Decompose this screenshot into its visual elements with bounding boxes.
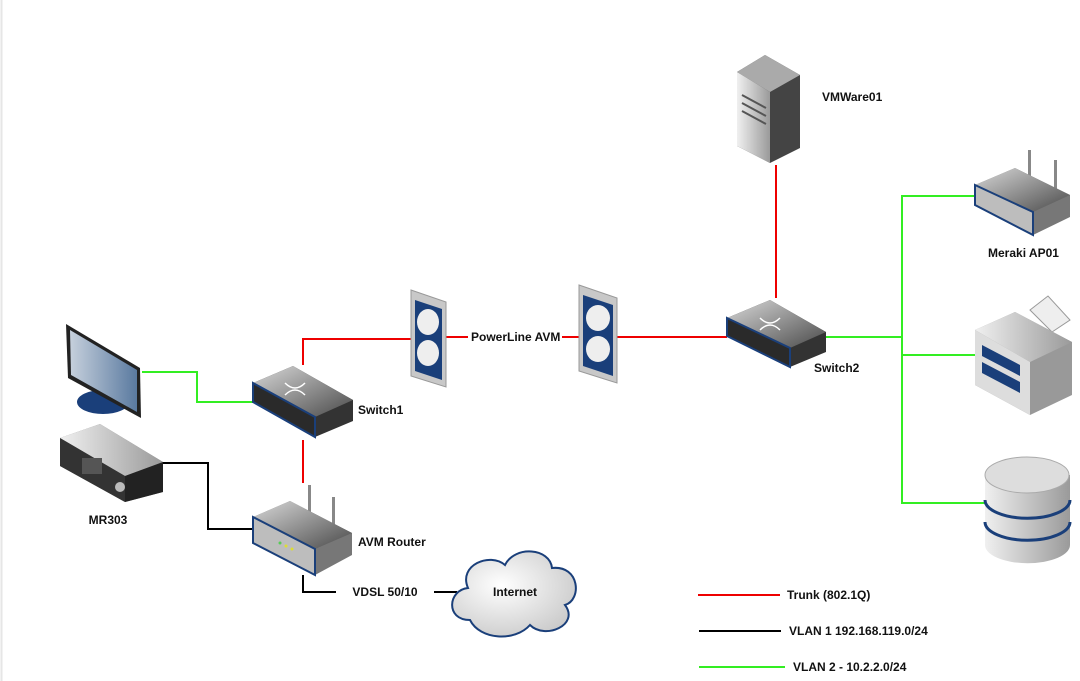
meraki-label: Meraki AP01 — [988, 246, 1059, 260]
legend-label: Trunk (802.1Q) — [787, 588, 870, 602]
switch2-label: Switch2 — [814, 361, 860, 375]
link-vlan2 — [901, 195, 985, 504]
legend: Trunk (802.1Q) VLAN 1 192.168.119.0/24 V… — [698, 588, 928, 674]
powerline-label: PowerLine AVM — [471, 330, 560, 344]
vmware-label: VMWare01 — [822, 90, 883, 104]
links — [142, 165, 985, 593]
printer-icon[interactable] — [975, 295, 1072, 415]
server-icon[interactable] — [737, 55, 800, 163]
switch1-label: Switch1 — [358, 403, 404, 417]
link-vlan1 — [302, 575, 336, 593]
receiver-label: MR303 — [89, 513, 128, 527]
vdsl-label: VDSL 50/10 — [352, 585, 417, 599]
router-icon[interactable] — [252, 485, 352, 577]
legend-label: VLAN 1 192.168.119.0/24 — [789, 624, 928, 638]
database-icon[interactable] — [983, 456, 1072, 564]
switch-icon[interactable] — [726, 300, 826, 369]
router-label: AVM Router — [358, 535, 426, 549]
legend-label: VLAN 2 - 10.2.2.0/24 — [793, 660, 907, 674]
internet-label: Internet — [493, 585, 537, 599]
av-receiver-icon[interactable] — [60, 424, 163, 502]
link-vlan2 — [142, 371, 253, 403]
switch-icon[interactable] — [252, 366, 353, 439]
power-outlet-icon[interactable] — [578, 284, 618, 384]
wireless-ap-icon[interactable] — [974, 150, 1070, 237]
power-outlet-icon[interactable] — [410, 289, 447, 388]
link-trunk — [302, 338, 411, 365]
link-vlan1 — [163, 462, 253, 530]
cloud-icon[interactable] — [451, 550, 577, 638]
monitor-icon[interactable] — [66, 324, 141, 418]
